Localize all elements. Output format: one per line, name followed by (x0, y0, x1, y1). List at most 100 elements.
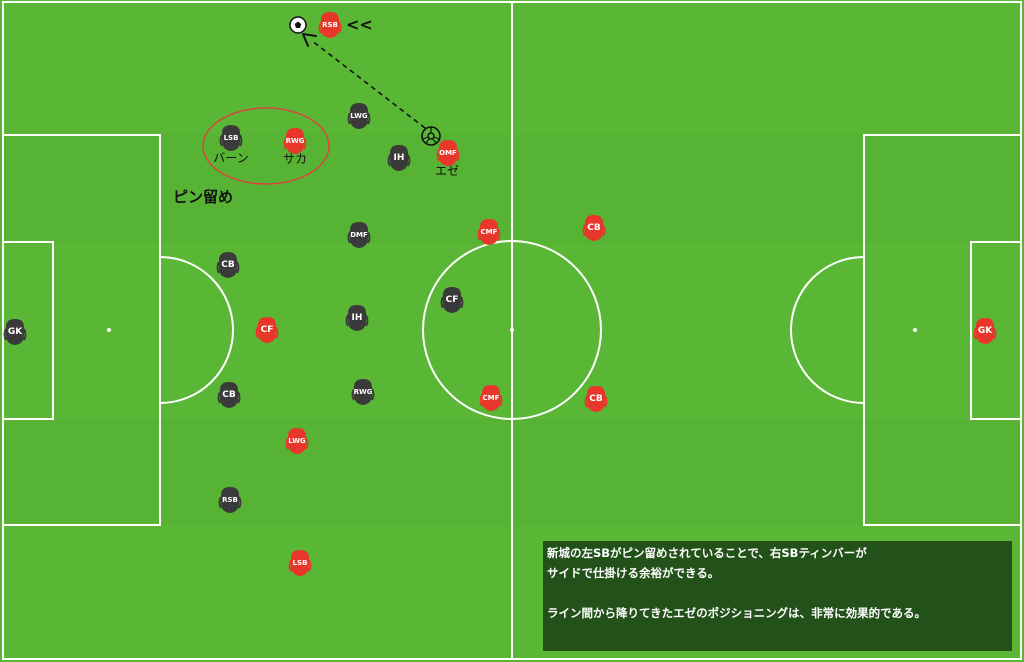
dark-player-ih-top: IH (387, 145, 411, 171)
player-position-label: RWG (354, 388, 373, 396)
player-marker (439, 140, 457, 166)
dark-player-cf: CF (440, 287, 464, 313)
player-position-label: LWG (350, 112, 368, 120)
red-player-cmf-bottom: CMF (479, 385, 503, 411)
player-marker (348, 305, 366, 331)
player-arm (497, 228, 501, 241)
player-arm (456, 149, 460, 162)
player-position-label: CB (221, 260, 235, 270)
player-marker (286, 128, 304, 154)
dark-player-rsb: RSB (218, 487, 242, 513)
red-player-omf: OMF エゼ (435, 140, 460, 178)
football-icon (421, 126, 441, 146)
red-player-cb-bottom: CB (584, 386, 608, 412)
player-arm (367, 112, 371, 125)
player-arm (338, 21, 342, 34)
dark-player-cb-top: CB (216, 252, 240, 278)
player-position-label: CB (589, 394, 603, 404)
player-arm (499, 394, 503, 407)
player-arm (216, 261, 220, 274)
player-arm (436, 149, 440, 162)
player-position-label: DMF (350, 231, 368, 239)
player-position-label: CF (446, 295, 459, 305)
player-arm (407, 154, 411, 167)
player-position-label: LSB (293, 559, 308, 567)
player-marker (288, 428, 306, 454)
dark-player-lwg: LWG (347, 103, 371, 129)
player-arm (219, 134, 223, 147)
center-circle (422, 240, 602, 420)
commentary-line: サイドで仕掛ける余裕ができる。 (547, 566, 720, 580)
red-player-cf: CF (255, 317, 279, 343)
dark-player-dmf: DMF (347, 222, 371, 248)
player-arm (347, 231, 351, 244)
right-penalty-spot (913, 328, 917, 332)
red-player-rsb: RSB (318, 12, 342, 38)
player-position-label: OMF (439, 149, 457, 157)
football-icon (289, 16, 307, 34)
player-arm (23, 328, 27, 341)
player-position-label: RSB (222, 496, 238, 504)
player-position-label: CB (222, 390, 236, 400)
commentary-line: ライン間から降りてきたエゼのポジショニングは、非常に効果的である。 (547, 606, 927, 620)
player-marker (221, 487, 239, 513)
left-penalty-arc (159, 256, 234, 404)
player-arm (371, 388, 375, 401)
player-arm (217, 391, 221, 404)
player-marker (258, 317, 276, 343)
player-marker (976, 318, 994, 344)
player-position-label: GK (8, 327, 23, 337)
player-name-label: エゼ (435, 164, 459, 178)
commentary-line: 新城の左SBがピン留めされていることで、右SBティンバーが (547, 546, 867, 560)
player-marker (222, 125, 240, 151)
player-arm (440, 296, 444, 309)
red-player-cb-top: CB (582, 215, 606, 241)
player-marker (6, 319, 24, 345)
player-marker (480, 219, 498, 245)
player-marker (291, 550, 309, 576)
player-arm (973, 327, 977, 340)
player-arm (387, 154, 391, 167)
player-arm (236, 261, 240, 274)
pass-arrow-line (310, 39, 426, 129)
player-arm (308, 559, 312, 572)
player-arm (367, 231, 371, 244)
player-arm (347, 112, 351, 125)
left-goal-area (2, 241, 54, 420)
player-arm (604, 395, 608, 408)
player-arm (255, 326, 259, 339)
player-marker (482, 385, 500, 411)
player-marker (350, 103, 368, 129)
player-arm (288, 559, 292, 572)
red-player-lsb: LSB (288, 550, 312, 576)
player-arm (345, 314, 349, 327)
left-penalty-spot (107, 328, 111, 332)
player-arm (218, 496, 222, 509)
dark-player-cb-bottom: CB (217, 382, 241, 408)
player-position-label: IH (394, 153, 405, 163)
player-arm (993, 327, 997, 340)
player-arm (460, 296, 464, 309)
player-arm (238, 496, 242, 509)
red-player-gk: GK (973, 318, 997, 344)
player-arm (3, 328, 7, 341)
player-position-label: LWG (288, 437, 306, 445)
player-arm (303, 137, 307, 150)
player-position-label: CB (587, 223, 601, 233)
pin-label: ピン留め (173, 188, 233, 206)
run-arrow-symbol: << (346, 15, 373, 34)
player-arm (477, 228, 481, 241)
player-arm (584, 395, 588, 408)
player-arm (479, 394, 483, 407)
player-arm (237, 391, 241, 404)
player-arm (351, 388, 355, 401)
pass-arrow-head (302, 33, 317, 47)
player-marker (587, 386, 605, 412)
player-arm (283, 137, 287, 150)
player-marker (219, 252, 237, 278)
player-marker (350, 222, 368, 248)
